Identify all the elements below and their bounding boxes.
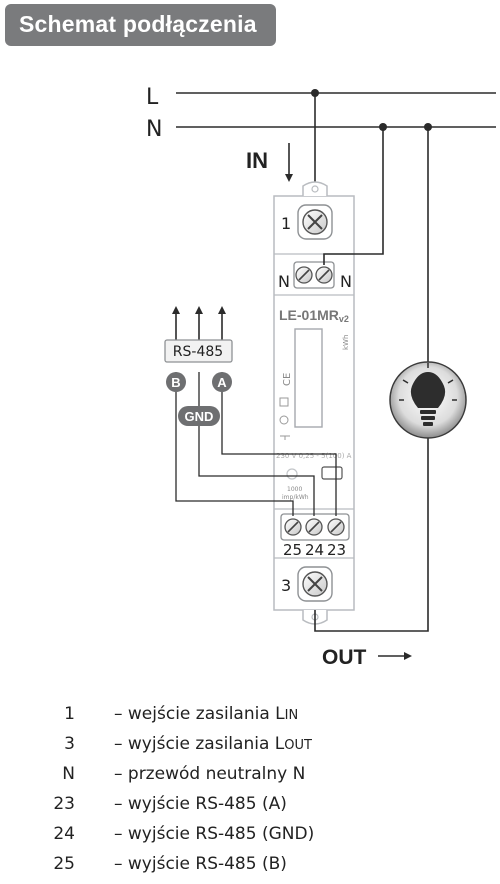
legend-row: 23 – wyjście RS-485 (A) (0, 794, 500, 824)
legend-term: N (62, 764, 75, 784)
legend-row: 1 – wejście zasilania LIN (0, 704, 500, 734)
rs485-terminal-block (280, 513, 350, 541)
badge-b (166, 372, 186, 392)
terminal-1-label: 1 (281, 214, 291, 233)
legend-row: 25 – wyjście RS-485 (B) (0, 854, 500, 884)
wiring-diagram: L N IN 1 N N (146, 85, 496, 669)
led-indicator (286, 468, 298, 480)
terminal-3-label: 3 (281, 576, 291, 595)
wire-bus-a (221, 372, 337, 516)
impulse-label-1: 1000 (287, 486, 302, 493)
neutral-terminal-block (293, 261, 335, 289)
rs485-label-box (164, 339, 233, 363)
legend-term: 25 (53, 854, 75, 874)
line-n-label: N (146, 117, 162, 142)
legend-desc: – wejście zasilania LIN (114, 704, 299, 724)
legend-term: 1 (64, 704, 75, 724)
model-label: LE-01MRv2 (279, 307, 349, 324)
badge-gnd (178, 406, 220, 426)
neutral-right-label: N (340, 272, 352, 291)
recycle-icon (279, 415, 289, 425)
legend-desc: – przewód neutralny N (114, 764, 306, 784)
legend-desc: – wyjście RS-485 (B) (114, 854, 287, 874)
in-label: IN (246, 148, 268, 173)
line-l-label: L (146, 85, 159, 110)
wire-out (314, 437, 429, 632)
legend-term: 24 (53, 824, 75, 844)
rs485-label: RS-485 (173, 344, 223, 360)
badge-b-label: B (171, 375, 180, 390)
badge-gnd-label: GND (185, 409, 214, 424)
neutral-left-label: N (278, 272, 290, 291)
legend-row: N – przewód neutralny N (0, 764, 500, 794)
terminal-3-screw (297, 566, 333, 602)
legend-term: 23 (53, 794, 75, 814)
double-insulation-icon (279, 397, 289, 407)
lcd-display (294, 328, 323, 428)
terminal-24-label: 24 (305, 541, 324, 559)
legend-row: 24 – wyjście RS-485 (GND) (0, 824, 500, 854)
legend-row: 3 – wyjście zasilania LOUT (0, 734, 500, 764)
legend-desc: – wyjście RS-485 (GND) (114, 824, 315, 844)
out-label: OUT (322, 646, 367, 669)
bulb-icon (389, 361, 467, 439)
badge-a (212, 372, 232, 392)
impulse-label-2: imp/kWh (282, 494, 309, 501)
legend-term: 3 (64, 734, 75, 754)
contact-icon (280, 435, 290, 440)
legend-desc: – wyjście RS-485 (A) (114, 794, 287, 814)
button-indicator (321, 466, 343, 480)
terminal-25-label: 25 (283, 541, 302, 559)
ce-mark-icon: CE (282, 373, 293, 386)
wire-n-drop (323, 127, 384, 265)
title-banner: Schemat podłączenia (5, 4, 276, 46)
spec-label: 230 V 0,25 - 5(100) A (276, 452, 352, 460)
terminal-1-screw (297, 204, 333, 240)
wire-bus-b (175, 372, 294, 516)
badge-a-label: A (217, 375, 227, 390)
legend-desc: – wyjście zasilania LOUT (114, 734, 312, 754)
terminal-23-label: 23 (327, 541, 346, 559)
kwh-unit: kWh (342, 335, 350, 350)
page-title: Schemat podłączenia (19, 11, 257, 37)
